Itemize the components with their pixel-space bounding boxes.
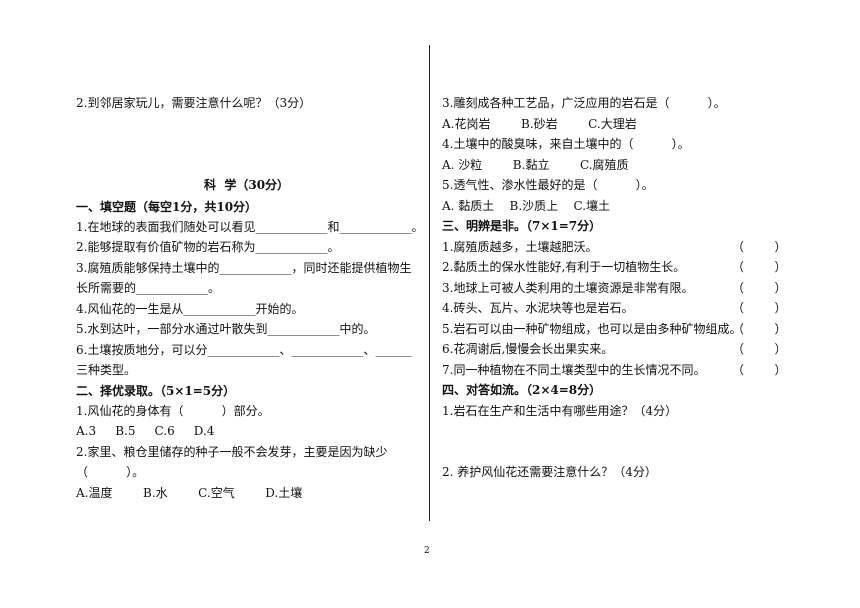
pre-question: 2.到邻居家玩儿，需要注意什么呢？（3分） <box>76 96 312 110</box>
page-number: 2 <box>424 546 430 556</box>
part4-q1: 1.岩石在生产和生活中有哪些用途？（4分） <box>442 404 678 418</box>
part3-item-5: 5.岩石可以由一种矿物组成，也可以是由多种矿物组成。 <box>442 322 742 336</box>
part1-q4: 4.风仙花的一生是从____________开始的。 <box>76 302 304 316</box>
part2-q4-options: A. 沙粒 B.黏立 C.腐殖质 <box>442 158 629 172</box>
part1-q3-line1: 3.腐殖质能够保持土壤中的____________，同时还能提供植物生 <box>76 261 412 275</box>
part4-q2: 2. 养护风仙花还需要注意什么？（4分） <box>442 465 657 479</box>
part2-q5-options: A. 黏质土 B.沙质上 C.壤土 <box>442 199 611 213</box>
part1-q6-line2: 三种类型。 <box>76 363 137 377</box>
answer-bracket: （ ） <box>732 240 787 254</box>
part2-q2-line1: 2.家里、粮仓里储存的种子一般不会发芽，主要是因为缺少 <box>76 445 388 459</box>
part2-q2-line2: （ ）。 <box>76 465 145 479</box>
section-title: 科 学（30分） <box>204 178 290 192</box>
part1-q1: 1.在地球的表面我们随处可以看见____________和___________… <box>76 220 424 234</box>
part4-heading: 四、对答如流。（2×4=8分） <box>442 383 602 397</box>
answer-bracket: （ ） <box>732 301 787 315</box>
part2-q1-options: A.3 B.5 C.6 D.4 <box>76 424 215 438</box>
answer-bracket: （ ） <box>732 260 787 274</box>
answer-bracket: （ ） <box>732 281 787 295</box>
part3-item-2: 2.黏质土的保水性能好,有利于一切植物生长。 <box>442 260 686 274</box>
part1-q6-line1: 6.土壤按质地分，可以分____________、____________、__… <box>76 343 412 357</box>
part3-item-1: 1.腐殖质越多，土壤越肥沃。 <box>442 240 598 254</box>
part1-q5: 5.水到达叶，一部分水通过叶散失到____________中的。 <box>76 322 376 336</box>
part3-item-7: 7.同一种植物在不同土壤类型中的生长情况不同。 <box>442 363 706 377</box>
answer-bracket: （ ） <box>732 322 787 336</box>
part3-item-4: 4.砖头、瓦片、水泥块等也是岩石。 <box>442 301 634 315</box>
part3-item-6: 6.花凋谢后,慢慢会长出果实来。 <box>442 342 614 356</box>
part1-q2: 2.能够提取有价值矿物的岩石称为____________。 <box>76 240 340 254</box>
part2-heading: 二、择优录取。（5×1=5分） <box>76 384 236 398</box>
part2-q2-options: A.温度 B.水 C.空气 D.土壤 <box>76 486 303 500</box>
answer-bracket: （ ） <box>732 342 787 356</box>
column-divider <box>429 45 430 521</box>
part2-q5: 5.透气性、渗水性最好的是（ ）。 <box>442 178 654 192</box>
part2-q4: 4.土壤中的酸臭味，来自土壤中的（ ）。 <box>442 137 690 151</box>
part2-q1: 1.风仙花的身体有（ ）部分。 <box>76 404 270 418</box>
part2-q3-options: A.花岗岩 B.砂岩 C.大理岩 <box>442 117 637 131</box>
part3-heading: 三、明辨是非。（7×1=7分） <box>442 219 602 233</box>
part1-q3-line2: 长所需要的____________。 <box>76 281 221 295</box>
answer-bracket: （ ） <box>732 363 787 377</box>
part2-q3: 3.雕刻成各种工艺品，广泛应用的岩石是（ ）。 <box>442 96 726 110</box>
part1-heading: 一、填空题（每空1分，共10分） <box>76 200 258 214</box>
part3-item-3: 3.地球上可被人类利用的土壤资源是非常有限。 <box>442 281 694 295</box>
